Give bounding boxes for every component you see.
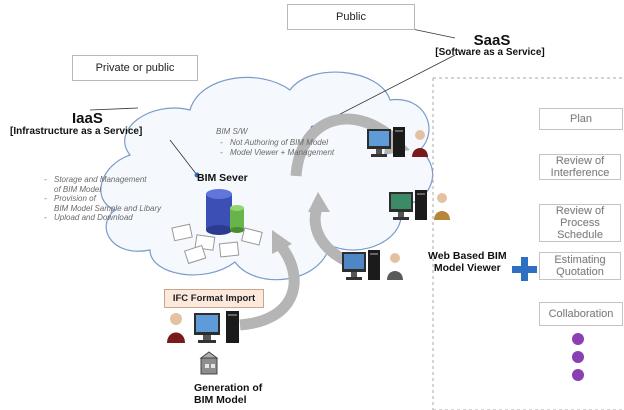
- computer-icon: [389, 192, 413, 220]
- process-plan: Plan: [539, 108, 623, 130]
- user-icon: [167, 313, 185, 343]
- computer-icon: [194, 313, 220, 343]
- server-tower-icon: [368, 250, 380, 280]
- generation-label: Generation of BIM Model: [194, 382, 263, 406]
- arrow-icon: [290, 113, 399, 177]
- bim-server-label: BIM Sever: [197, 172, 248, 184]
- more-dot: [572, 351, 584, 363]
- process-collaboration: Collaboration: [539, 302, 623, 326]
- iaas-title: IaaS: [72, 110, 103, 127]
- saas-list: Not Authoring of BIM Model Model Viewer …: [220, 138, 334, 157]
- workstation: [342, 250, 403, 280]
- process-review-interference: Review of Interference: [539, 154, 621, 180]
- more-dot: [572, 333, 584, 345]
- private-public-label: Private or public: [72, 55, 198, 81]
- computer-icon: [342, 252, 366, 280]
- saas-item: Model Viewer + Management: [220, 148, 334, 158]
- workstation: [367, 127, 428, 157]
- saas-title: SaaS: [473, 32, 511, 49]
- server-tower-icon: [393, 127, 405, 157]
- web-viewer-label: Web Based BIM Model Viewer: [428, 250, 507, 274]
- public-label: Public: [287, 4, 415, 30]
- iaas-list: Storage and Management of BIM Model Prov…: [44, 175, 161, 223]
- database-icon: [206, 189, 244, 235]
- saas-item: Not Authoring of BIM Model: [220, 138, 334, 148]
- bim-sw-label: BIM S/W: [216, 127, 248, 136]
- iaas-item: Upload and Download: [44, 213, 161, 223]
- user-icon: [412, 130, 428, 157]
- ifc-import-label: IFC Format Import: [164, 289, 264, 308]
- iaas-item: Provision of: [44, 194, 161, 204]
- iaas-item: of BIM Model: [54, 184, 102, 194]
- user-icon: [387, 253, 403, 280]
- iaas-item: BIM Model Sample and Libary: [54, 203, 162, 213]
- plus-icon: [512, 257, 537, 281]
- iaas-item: Storage and Management: [44, 175, 161, 185]
- computer-icon: [367, 129, 391, 157]
- more-dot: [572, 369, 584, 381]
- process-review-schedule: Review of Process Schedule: [539, 204, 621, 242]
- workstation: [389, 190, 450, 220]
- iaas-subtitle: [Infrastructure as a Service]: [10, 126, 143, 137]
- server-tower-icon: [226, 311, 239, 343]
- user-icon: [434, 193, 450, 220]
- saas-subtitle: [Software as a Service]: [435, 47, 545, 58]
- documents-icon: [171, 223, 263, 265]
- process-estimating: Estimating Quotation: [539, 252, 621, 280]
- workstation: [167, 311, 239, 343]
- server-tower-icon: [415, 190, 427, 220]
- building-model-icon: [199, 351, 219, 375]
